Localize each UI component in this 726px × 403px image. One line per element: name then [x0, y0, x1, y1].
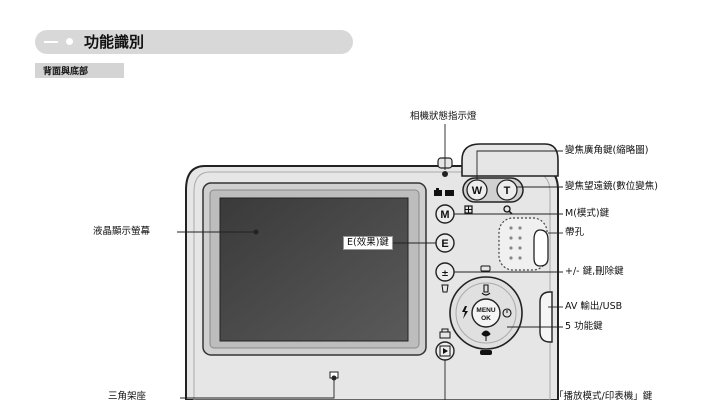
label-mode: M(模式)鍵: [565, 208, 610, 219]
speaker-dots: [509, 226, 522, 260]
label-play-print: 「播放模式/印表機」鍵: [554, 391, 653, 402]
macro-icon: [481, 330, 491, 341]
face-mode-icon: [480, 350, 492, 355]
zoom-housing: [461, 143, 559, 177]
camera-mode-icon: [434, 188, 442, 196]
label-tripod: 三角架座: [108, 391, 147, 402]
av-usb-cover: [539, 291, 553, 343]
label-effect: E(效果)鍵: [343, 236, 393, 250]
label-lcd: 液晶顯示螢幕: [93, 226, 151, 237]
label-av-usb: AV 輸出/USB: [565, 301, 623, 312]
section-title: 背面與底部: [43, 67, 89, 77]
label-status-lamp: 相機狀態指示燈: [410, 111, 477, 122]
movie-mode-icon: [445, 190, 454, 196]
zoom-t-label: T: [504, 185, 511, 197]
menu-ok-label-bottom: OK: [481, 315, 491, 322]
strap-eyelet: [533, 229, 549, 267]
zoom-t-button: [496, 179, 518, 201]
svg-text:±: ±: [441, 269, 449, 279]
title-dash: [44, 41, 58, 43]
lcd-screen: [219, 197, 409, 342]
title-bullet: [66, 38, 73, 45]
label-zoom-w: 變焦廣角鍵(縮略圖): [565, 145, 649, 156]
zoom-w-label: W: [472, 185, 483, 197]
flash-icon: [462, 306, 468, 319]
label-strap: 帶孔: [565, 227, 585, 238]
page-title: 功能識別: [84, 33, 145, 51]
menu-ok-button: [471, 298, 501, 328]
mode-button-label: M: [440, 209, 449, 221]
voice-memo-icon: [480, 265, 491, 272]
label-zoom-t: 變焦望遠鏡(數位變焦): [565, 181, 658, 192]
voice-icon: [481, 284, 491, 296]
section-tab: [35, 63, 124, 78]
trash-icon: [441, 284, 449, 293]
label-five-function: 5 功能鍵: [565, 321, 603, 332]
magnifier-icon: [503, 205, 511, 213]
effect-button-label: E: [441, 238, 448, 250]
title-bar: [35, 30, 353, 54]
self-timer-icon: [502, 308, 512, 318]
five-function-dial-ring: [455, 282, 517, 344]
printer-icon: [439, 328, 451, 339]
status-lamp: [442, 171, 448, 177]
menu-ok-label-top: MENU: [476, 307, 495, 314]
label-delete: +/- 鍵,刪除鍵: [565, 266, 624, 277]
